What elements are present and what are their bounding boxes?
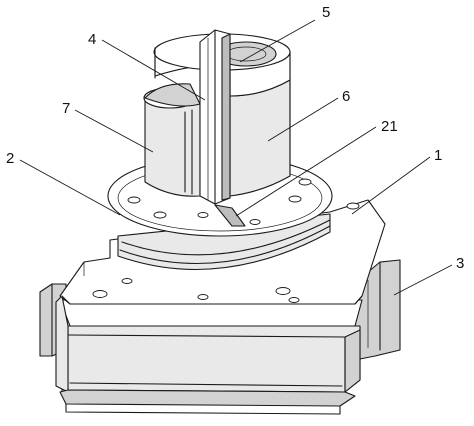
flange-hole (249, 219, 261, 225)
callout-7: 7 (62, 100, 70, 117)
mounting-hole (346, 202, 360, 210)
callout-3: 3 (456, 255, 464, 272)
leader-7 (74, 109, 154, 153)
leader-21 (235, 126, 377, 217)
callout-21: 21 (381, 118, 398, 135)
leader-5 (239, 19, 316, 63)
leader-2 (19, 159, 121, 216)
mounting-hole (121, 278, 133, 284)
leader-lines (19, 19, 453, 296)
callout-6: 6 (342, 88, 350, 105)
callout-5: 5 (322, 4, 330, 21)
callout-labels: 1 2 3 4 5 6 7 21 (6, 4, 464, 272)
leader-3 (393, 264, 453, 296)
mounting-hole (288, 297, 300, 303)
cylinder-body (143, 29, 291, 205)
flange-hole (298, 178, 312, 186)
mounting-hole (275, 287, 291, 295)
leader-1 (351, 156, 431, 215)
callout-4: 4 (88, 31, 96, 48)
mounting-hole (197, 294, 209, 300)
flange-hole (153, 211, 167, 219)
flange-hole (197, 212, 209, 218)
mounting-hole (92, 290, 108, 298)
callout-2: 2 (6, 150, 14, 167)
flange-hole (288, 195, 302, 203)
callout-1: 1 (434, 147, 442, 164)
flange-hole (127, 196, 141, 204)
leader-6 (267, 97, 339, 142)
leader-4 (101, 39, 206, 101)
